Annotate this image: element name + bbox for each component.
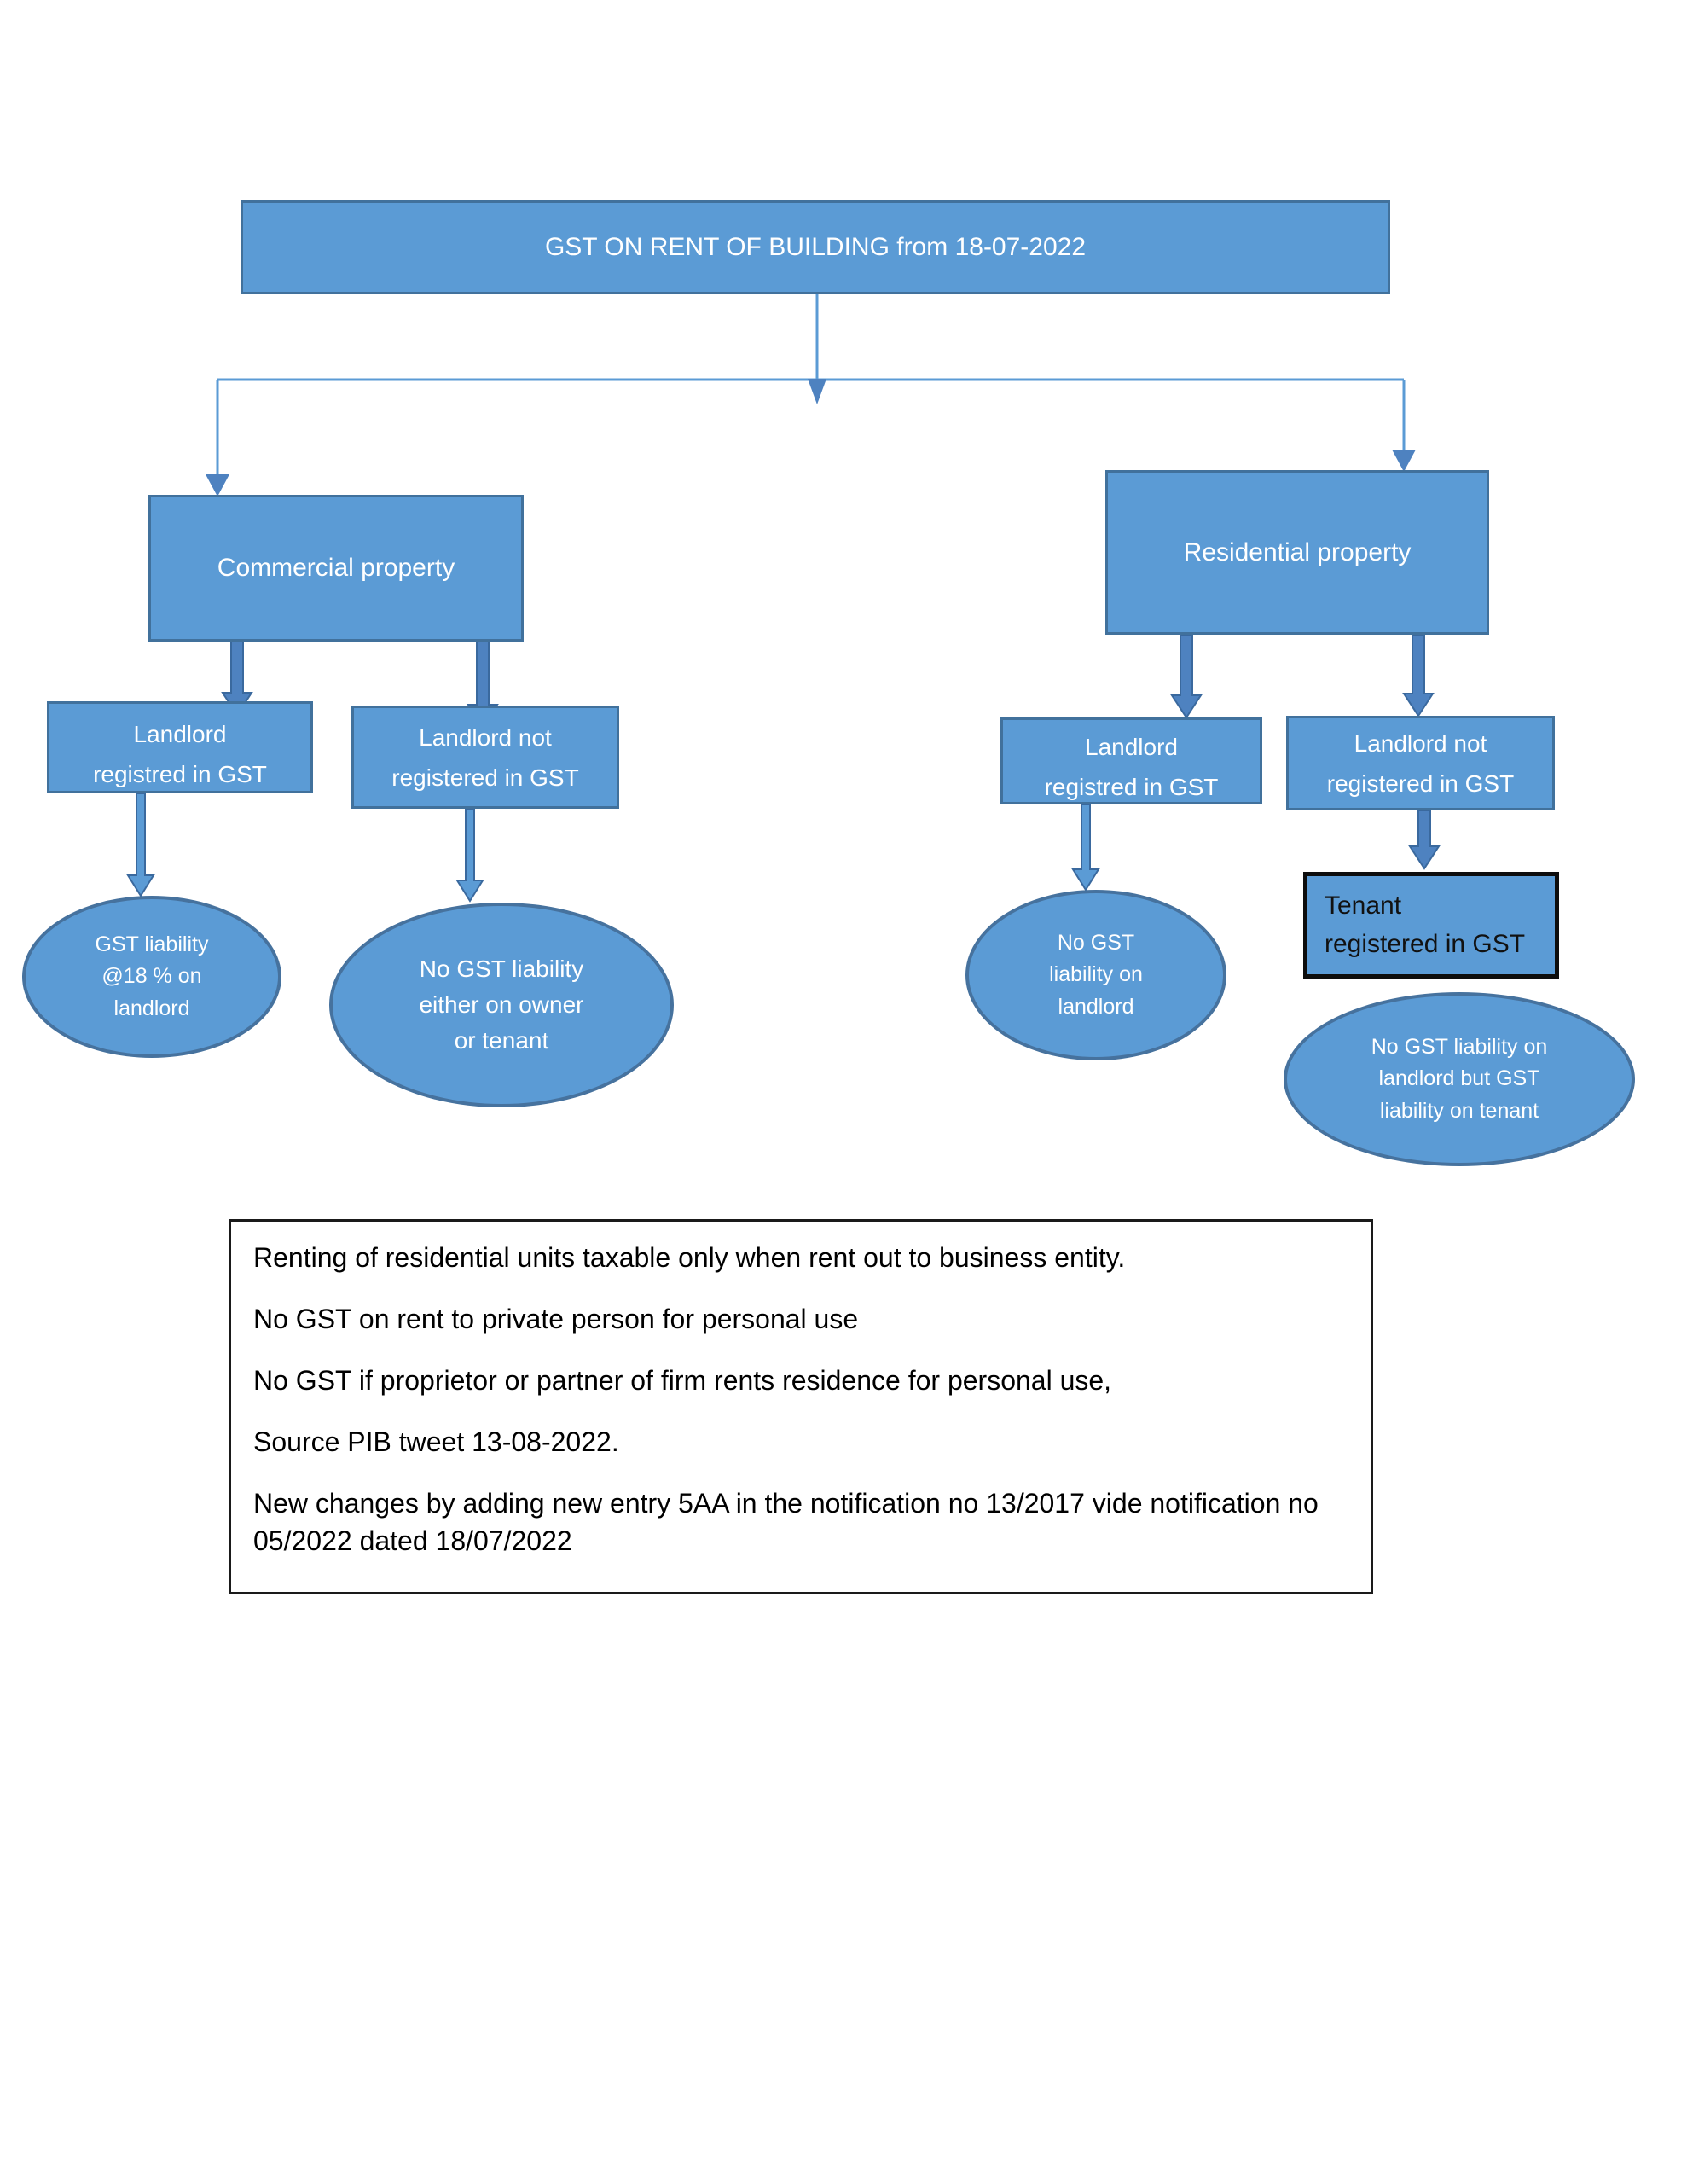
residential-landlord-not-registered-node: Landlord not registered in GST bbox=[1286, 716, 1555, 810]
note-line: No GST if proprietor or partner of firm … bbox=[253, 1365, 1112, 1396]
commercial-landlord-registered-node: Landlord registred in GST bbox=[47, 701, 313, 793]
commercial-property-node: Commercial property bbox=[148, 495, 524, 642]
outcome-gst-on-tenant-ellipse: No GST liability on landlord but GST lia… bbox=[1284, 992, 1635, 1166]
arrowhead-residential-icon bbox=[1392, 450, 1416, 472]
arrow-res-registered-to-no-gst-landlord bbox=[1071, 804, 1100, 892]
root-node-title: GST ON RENT OF BUILDING from 18-07-2022 bbox=[241, 200, 1390, 294]
arrow-res-not-registered-to-tenant bbox=[1408, 810, 1441, 870]
arrow-registered-to-gst18 bbox=[126, 793, 155, 897]
arrowhead-commercial-icon bbox=[206, 474, 229, 497]
arrow-residential-to-registered bbox=[1170, 634, 1203, 719]
outcome-no-gst-owner-tenant-ellipse: No GST liability either on owner or tena… bbox=[329, 903, 674, 1107]
arrow-residential-to-not-registered bbox=[1402, 634, 1435, 717]
commercial-landlord-not-registered-node: Landlord not registered in GST bbox=[351, 706, 619, 809]
arrowhead-center-icon bbox=[808, 379, 826, 404]
note-line: Renting of residential units taxable onl… bbox=[253, 1242, 1126, 1273]
outcome-gst-liability-18-ellipse: GST liability @18 % on landlord bbox=[22, 896, 281, 1058]
note-line: New changes by adding new entry 5AA in t… bbox=[253, 1488, 1319, 1556]
notes-box: Renting of residential units taxable onl… bbox=[229, 1219, 1373, 1594]
note-line: No GST on rent to private person for per… bbox=[253, 1304, 859, 1334]
residential-property-node: Residential property bbox=[1105, 470, 1489, 635]
note-line: Source PIB tweet 13-08-2022. bbox=[253, 1426, 619, 1457]
tenant-registered-node: Tenant registered in GST bbox=[1303, 872, 1559, 979]
residential-landlord-registered-node: Landlord registred in GST bbox=[1000, 717, 1262, 804]
outcome-no-gst-landlord-ellipse: No GST liability on landlord bbox=[965, 890, 1226, 1060]
arrow-not-registered-to-no-gst bbox=[455, 808, 484, 903]
